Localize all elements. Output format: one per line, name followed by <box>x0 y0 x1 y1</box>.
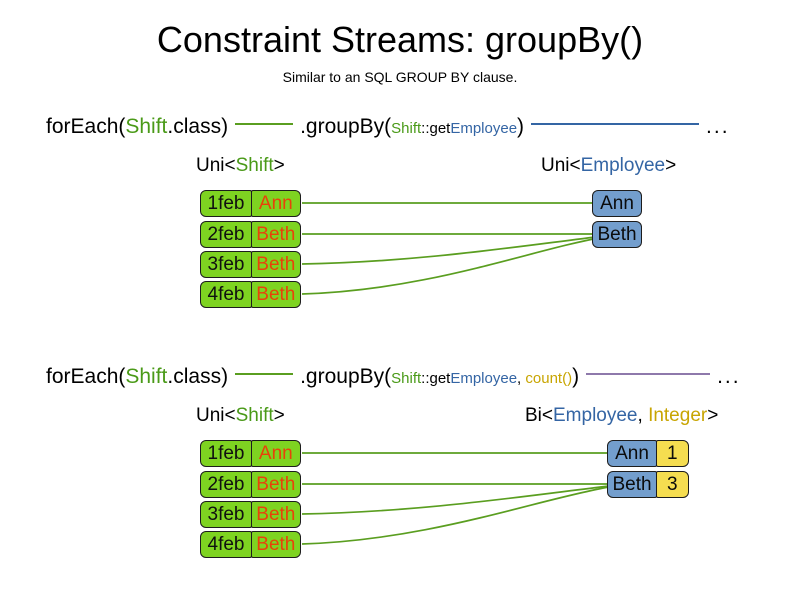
mapper-comma: , <box>517 370 526 387</box>
code-tail-ellipsis: ... <box>717 365 741 388</box>
shift-row[interactable]: 3feb Beth <box>200 501 301 528</box>
group-row[interactable]: Ann 1 <box>607 440 689 467</box>
connector-rule-green <box>235 123 294 126</box>
mapper-property: Employee <box>450 120 518 137</box>
shift-row[interactable]: 2feb Beth <box>200 221 301 248</box>
shift-employee: Beth <box>250 221 301 248</box>
shift-row[interactable]: 4feb Beth <box>200 531 301 558</box>
connector-rule-blue <box>531 123 700 126</box>
shift-row[interactable]: 3feb Beth <box>200 251 301 278</box>
mapper-separator: ::get <box>421 370 451 387</box>
shift-date: 1feb <box>200 190 252 217</box>
group-employee: Beth <box>592 221 642 248</box>
type-generic: Uni< <box>196 155 236 176</box>
link-shift3-beth <box>301 235 605 265</box>
type-comma: , <box>637 405 649 426</box>
group-row[interactable]: Ann <box>592 190 642 217</box>
shift-employee: Beth <box>250 251 301 278</box>
shift-date: 3feb <box>200 251 252 278</box>
shift-employee: Ann <box>250 190 301 217</box>
connector-rule-green <box>235 373 294 376</box>
type-parameter: Shift <box>235 155 274 176</box>
type-parameter-2: Integer <box>648 405 708 426</box>
page-subtitle: Similar to an SQL GROUP BY clause. <box>282 69 518 85</box>
mapper-type: Shift <box>391 370 422 387</box>
type-label-bi-employee-integer: Bi<Employee, Integer> <box>525 404 718 428</box>
type-parameter: Employee <box>580 155 666 176</box>
shift-employee: Ann <box>250 440 301 467</box>
type-label-uni-shift: Uni<Shift> <box>196 154 285 178</box>
shift-date: 2feb <box>200 221 252 248</box>
for-each-suffix: .class) <box>167 115 229 138</box>
group-by-prefix: .groupBy( <box>300 115 392 138</box>
group-by-suffix: ) <box>517 115 525 138</box>
group-by-suffix: ) <box>572 365 580 388</box>
link2-shift4-beth <box>301 486 610 545</box>
type-label-uni-employee: Uni<Employee> <box>541 154 676 178</box>
shift-employee: Beth <box>250 471 301 498</box>
code-line-groupby-count: forEach(Shift.class).groupBy(Shift::getE… <box>46 364 741 392</box>
shift-date: 2feb <box>200 471 252 498</box>
type-parameter: Employee <box>553 405 638 426</box>
group-row[interactable]: Beth 3 <box>607 471 689 498</box>
collector-count: count() <box>525 370 573 387</box>
shift-date: 4feb <box>200 531 252 558</box>
shift-row[interactable]: 2feb Beth <box>200 471 301 498</box>
mapper-property: Employee <box>450 370 518 387</box>
for-each-suffix: .class) <box>167 365 229 388</box>
group-employee: Ann <box>592 190 642 217</box>
shift-employee: Beth <box>250 281 301 308</box>
link-shift4-beth <box>301 236 605 295</box>
shift-row[interactable]: 4feb Beth <box>200 281 301 308</box>
type-close: > <box>665 155 677 176</box>
code-tail-ellipsis: ... <box>706 115 730 138</box>
type-close: > <box>273 405 285 426</box>
group-by-prefix: .groupBy( <box>300 365 392 388</box>
shift-employee: Beth <box>250 501 301 528</box>
for-each-prefix: forEach( <box>46 115 126 138</box>
for-each-type: Shift <box>125 115 168 138</box>
mapper-type: Shift <box>391 120 422 137</box>
group-row[interactable]: Beth <box>592 221 642 248</box>
type-generic: Uni< <box>196 405 236 426</box>
shift-employee: Beth <box>250 531 301 558</box>
mapper-separator: ::get <box>421 120 451 137</box>
shift-row[interactable]: 1feb Ann <box>200 190 301 217</box>
type-label-uni-shift-2: Uni<Shift> <box>196 404 285 428</box>
for-each-type: Shift <box>125 365 168 388</box>
type-parameter: Shift <box>235 405 274 426</box>
shift-date: 4feb <box>200 281 252 308</box>
for-each-prefix: forEach( <box>46 365 126 388</box>
group-employee: Beth <box>607 471 657 498</box>
shift-row[interactable]: 1feb Ann <box>200 440 301 467</box>
type-close: > <box>273 155 285 176</box>
shift-date: 3feb <box>200 501 252 528</box>
group-count: 3 <box>655 471 689 498</box>
type-generic: Bi< <box>525 405 553 426</box>
connector-rule-purple <box>586 373 711 376</box>
type-generic: Uni< <box>541 155 581 176</box>
page-title: Constraint Streams: groupBy() <box>156 19 644 60</box>
group-employee: Ann <box>607 440 657 467</box>
code-line-groupby: forEach(Shift.class).groupBy(Shift::getE… <box>46 114 730 142</box>
link2-shift3-beth <box>301 485 610 515</box>
group-count: 1 <box>655 440 689 467</box>
type-close: > <box>707 405 719 426</box>
shift-date: 1feb <box>200 440 252 467</box>
